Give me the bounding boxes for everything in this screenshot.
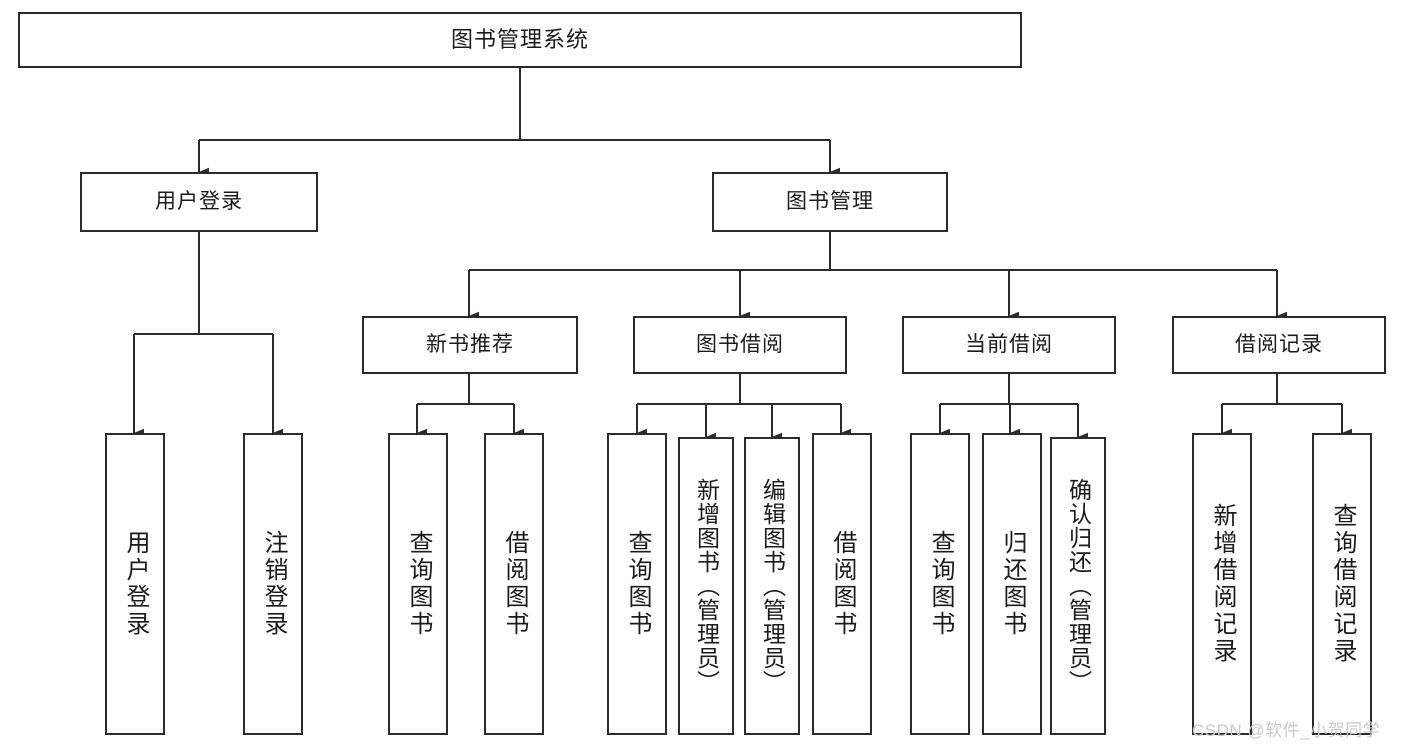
node-leaf-return-book[interactable]: 归还图书	[982, 433, 1042, 735]
node-leaf-borrow-book-rec[interactable]: 借阅图书	[484, 433, 544, 735]
node-leaf-query-book-rec[interactable]: 查询图书	[388, 433, 448, 735]
node-current-borrow-label: 当前借阅	[965, 333, 1053, 357]
node-book-borrow[interactable]: 图书借阅	[633, 316, 847, 374]
node-leaf-user-login-label: 用户登录	[122, 530, 149, 638]
tree-edges	[132, 68, 1352, 442]
node-book-borrow-label: 图书借阅	[696, 333, 784, 357]
node-new-book-rec[interactable]: 新书推荐	[362, 316, 578, 374]
node-leaf-user-login[interactable]: 用户登录	[105, 433, 165, 735]
node-leaf-edit-book[interactable]: 编辑图书（管理员）	[744, 437, 800, 735]
node-leaf-query-book-current[interactable]: 查询图书	[910, 433, 970, 735]
node-leaf-query-record[interactable]: 查询借阅记录	[1312, 433, 1372, 735]
node-book-manage[interactable]: 图书管理	[712, 172, 948, 232]
node-leaf-query-record-label: 查询借阅记录	[1329, 503, 1356, 665]
node-book-manage-label: 图书管理	[786, 190, 874, 214]
csdn-watermark: CSDN @软件_小贺同学	[1192, 721, 1381, 740]
node-user-login[interactable]: 用户登录	[80, 172, 318, 232]
node-leaf-return-book-label: 归还图书	[999, 530, 1026, 638]
node-current-borrow[interactable]: 当前借阅	[902, 316, 1116, 374]
node-leaf-query-book-borrow[interactable]: 查询图书	[607, 433, 667, 735]
node-leaf-borrow-book-label: 借阅图书	[829, 530, 856, 638]
node-leaf-query-book-current-label: 查询图书	[927, 530, 954, 638]
node-leaf-add-book-label: 新增图书（管理员）	[693, 478, 720, 694]
node-user-login-label: 用户登录	[155, 190, 243, 214]
node-root[interactable]: 图书管理系统	[18, 12, 1022, 68]
node-root-label: 图书管理系统	[450, 26, 589, 52]
node-leaf-confirm-return[interactable]: 确认归还（管理员）	[1050, 437, 1106, 735]
node-leaf-borrow-book[interactable]: 借阅图书	[812, 433, 872, 735]
node-borrow-record[interactable]: 借阅记录	[1172, 316, 1386, 374]
node-leaf-query-book-rec-label: 查询图书	[405, 530, 432, 638]
node-borrow-record-label: 借阅记录	[1235, 333, 1323, 357]
node-new-book-rec-label: 新书推荐	[426, 333, 514, 357]
node-leaf-edit-book-label: 编辑图书（管理员）	[759, 478, 786, 694]
node-leaf-add-book[interactable]: 新增图书（管理员）	[678, 437, 734, 735]
node-leaf-add-record[interactable]: 新增借阅记录	[1192, 433, 1252, 735]
node-leaf-add-record-label: 新增借阅记录	[1209, 503, 1236, 665]
node-leaf-user-logout-label: 注销登录	[260, 530, 287, 638]
node-leaf-user-logout[interactable]: 注销登录	[243, 433, 303, 735]
node-leaf-borrow-book-rec-label: 借阅图书	[501, 530, 528, 638]
node-leaf-confirm-return-label: 确认归还（管理员）	[1065, 478, 1092, 694]
node-leaf-query-book-borrow-label: 查询图书	[624, 530, 651, 638]
